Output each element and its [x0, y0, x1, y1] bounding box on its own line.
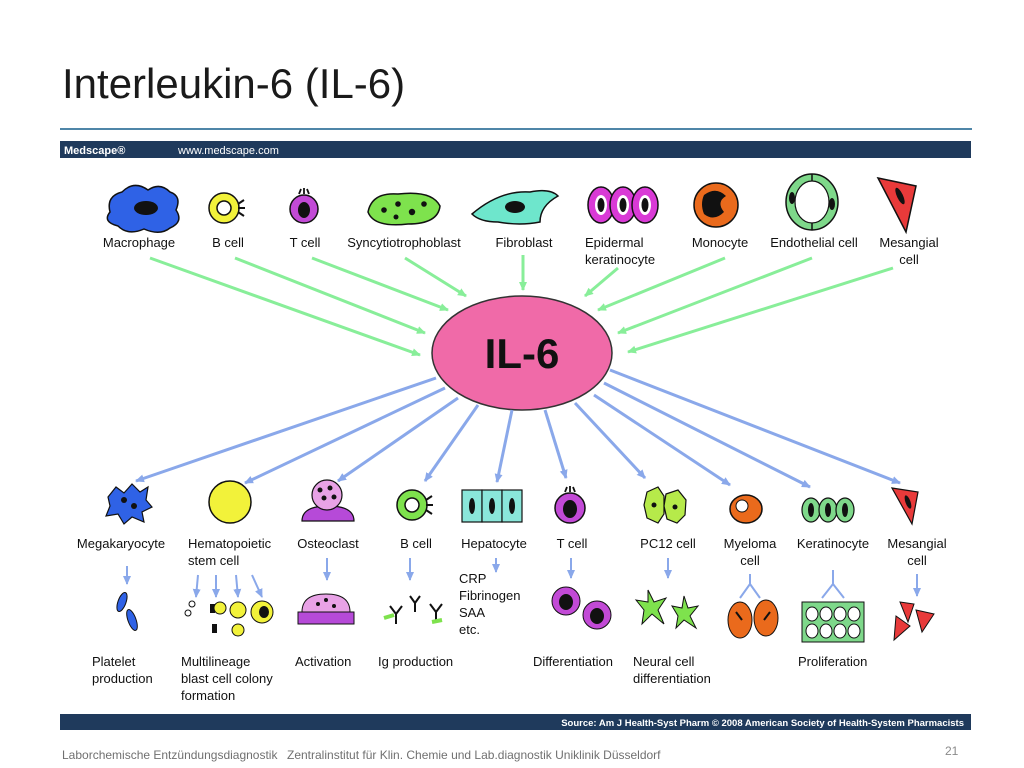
arrow-to-b-cell	[423, 404, 480, 482]
arrow-to-t-cell	[543, 409, 568, 479]
target-mesangial-cell-icon	[890, 487, 919, 526]
arrow-to-mesangial	[609, 368, 901, 485]
t-cell-differentiation-icon	[551, 586, 612, 630]
arrow-to-hepatocyte	[494, 409, 514, 483]
blast-colony-outcome-icon	[184, 600, 274, 637]
neural-differentiation-icon	[634, 589, 700, 630]
mesangial-cell-icon	[876, 176, 917, 235]
hepatocyte-icon	[461, 489, 523, 523]
arrow-to-pc12	[573, 401, 647, 480]
medscape-logo: Medscape®	[64, 145, 125, 157]
hepatocyte-products: CRP Fibrinogen SAA etc.	[459, 571, 524, 637]
target-label-t-cell: T cell	[557, 536, 588, 551]
target-arrows	[135, 368, 901, 489]
epidermal-keratinocyte-icon	[587, 186, 659, 224]
outcome-arrows	[123, 558, 921, 599]
effect-proliferation: Proliferation	[798, 654, 867, 669]
arrow-to-myeloma	[593, 393, 731, 487]
arrow-to-keratinocyte	[603, 381, 811, 489]
producer-label-b-cell: B cell	[212, 235, 244, 250]
figure-source: Source: Am J Health-Syst Pharm © 2008 Am…	[561, 718, 964, 729]
arrow-to-osteoclast	[337, 396, 459, 483]
producer-label-endothelial-cell: Endothelial cell	[770, 235, 858, 250]
effect-activation: Activation	[295, 654, 351, 669]
mesangial-proliferation-icon	[893, 601, 935, 642]
arrow-endothelial	[617, 256, 813, 335]
keratinocyte-icon	[801, 497, 855, 523]
target-label-keratinocyte: Keratinocyte	[797, 536, 869, 551]
producer-label-macrophage: Macrophage	[103, 235, 175, 250]
arrow-to-hematopoietic	[244, 386, 446, 485]
target-b-cell-icon	[396, 489, 433, 521]
footer-center: Zentralinstitut für Klin. Chemie und Lab…	[287, 748, 661, 762]
arrow-syncytiotrophoblast	[404, 256, 467, 298]
producer-label-fibroblast: Fibroblast	[495, 235, 552, 250]
megakaryocyte-icon	[105, 483, 153, 525]
arrow-b-cell	[234, 256, 426, 335]
macrophage-icon	[106, 184, 180, 233]
arrow-monocyte	[597, 256, 726, 312]
arrow-mesangial	[627, 266, 894, 354]
target-label-osteoclast: Osteoclast	[297, 536, 359, 551]
arrow-macrophage	[149, 256, 421, 357]
effect-differentiation: Differentiation	[533, 654, 613, 669]
title-divider	[60, 128, 972, 130]
slide-title: Interleukin-6 (IL-6)	[62, 60, 406, 107]
target-t-cell-icon	[554, 486, 586, 524]
arrow-to-megakaryocyte	[135, 376, 437, 483]
figure-header-bar	[60, 141, 971, 158]
arrow-epidermal-keratinocyte	[584, 266, 619, 298]
t-cell-icon	[289, 188, 319, 224]
hematopoietic-stem-cell-icon	[208, 480, 252, 524]
page-number: 21	[945, 744, 959, 758]
syncytiotrophoblast-icon	[367, 192, 441, 226]
producer-label-syncytiotrophoblast: Syncytiotrophoblast	[347, 235, 461, 250]
target-label-b-cell: B cell	[400, 536, 432, 551]
keratinocyte-proliferation-icon	[801, 601, 865, 643]
footer-left: Laborchemische Entzündungsdiagnostik	[62, 748, 278, 762]
myeloma-proliferation-icon	[727, 599, 779, 639]
target-label-megakaryocyte: Megakaryocyte	[77, 536, 165, 551]
endothelial-cell-icon	[785, 173, 839, 231]
myeloma-cell-icon	[729, 494, 763, 524]
monocyte-icon	[693, 182, 739, 228]
medscape-url: www.medscape.com	[177, 145, 279, 157]
producer-arrows	[149, 255, 894, 357]
fibroblast-icon	[470, 189, 560, 225]
target-label-hepatocyte: Hepatocyte	[461, 536, 527, 551]
il6-center-label: IL-6	[485, 330, 560, 377]
producer-label-t-cell: T cell	[290, 235, 321, 250]
il6-ellipse	[431, 295, 613, 411]
arrow-t-cell	[311, 256, 449, 312]
osteoclast-icon	[301, 479, 355, 522]
pc12-cell-icon	[643, 486, 687, 524]
figure-source-bar	[60, 714, 971, 730]
platelet-outcome-icon	[116, 592, 138, 631]
antibody-outcome-icon	[383, 595, 443, 624]
diagram-labels: Macrophage B cell T cell Syncytiotrophob…	[77, 235, 947, 703]
target-label-pc12: PC12 cell	[640, 536, 696, 551]
effect-ig-production: Ig production	[378, 654, 453, 669]
producer-label-monocyte: Monocyte	[692, 235, 748, 250]
osteoclast-activation-icon	[297, 593, 355, 625]
b-cell-icon	[208, 192, 245, 224]
